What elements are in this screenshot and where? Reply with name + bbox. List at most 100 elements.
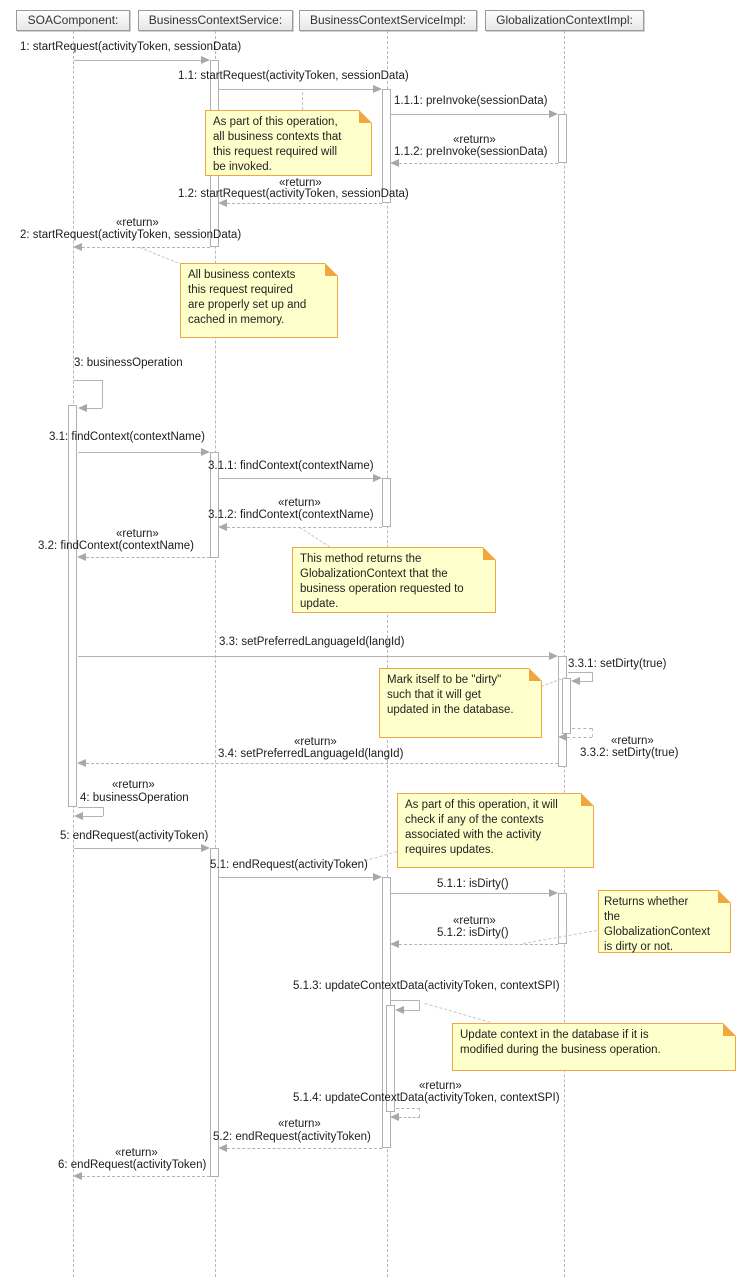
note-fold-icon <box>723 1023 736 1036</box>
note-fold-icon <box>529 668 542 681</box>
return-label-4: 4: businessOperation <box>80 792 189 804</box>
arrowhead-left-5-1-4 <box>390 1113 399 1121</box>
note-mark-dirty: Mark itself to be "dirty" such that it w… <box>379 668 542 738</box>
note-fold-icon <box>359 110 372 123</box>
selfreturn-arrow-5-1-4-back <box>399 1117 420 1118</box>
note-fold-icon <box>325 263 338 276</box>
return-stereotype-3-2: «return» <box>116 528 159 540</box>
arrowhead-left-1-2 <box>218 199 227 207</box>
arrowhead-left-6 <box>73 1172 82 1180</box>
return-arrow-3-1-2 <box>227 527 382 528</box>
return-label-3-1-2: 3.1.2: findContext(contextName) <box>208 509 374 521</box>
note-invoked-contexts: As part of this operation, all business … <box>205 110 372 176</box>
selfcall-arrow-3-3-1-back <box>580 681 593 682</box>
activation-soa-businessoperation <box>68 405 77 807</box>
lifeline-businesscontextserviceimpl <box>387 31 388 1277</box>
arrowhead-right-1 <box>201 56 210 64</box>
lifeline-businesscontextservice <box>215 31 216 1277</box>
message-arrow-1-1 <box>219 89 374 90</box>
message-arrow-5 <box>74 848 203 849</box>
return-label-3-4: 3.4: setPreferredLanguageId(langId) <box>218 748 404 760</box>
return-arrow-3-2 <box>86 557 210 558</box>
return-label-5-1-2: 5.1.2: isDirty() <box>437 927 509 939</box>
message-arrow-3-3 <box>78 656 550 657</box>
return-label-2: 2: startRequest(activityToken, sessionDa… <box>20 229 242 241</box>
note-returns-globalizationcontext: This method returns the GlobalizationCon… <box>292 547 496 613</box>
return-arrow-1-1-2 <box>399 163 558 164</box>
message-label-5: 5: endRequest(activityToken) <box>60 830 209 842</box>
arrowhead-left-3-3-2 <box>558 733 567 741</box>
activation-bcs-endrequest <box>210 848 219 1177</box>
arrowhead-left-3-3-1 <box>571 677 580 685</box>
arrowhead-left-3-4 <box>77 759 86 767</box>
return-label-1-2: 1.2: startRequest(activityToken, session… <box>178 188 409 200</box>
message-arrow-1-1-1 <box>391 114 550 115</box>
message-label-5-1-3: 5.1.3: updateContextData(activityToken, … <box>293 980 560 992</box>
note-connector-3 <box>299 527 331 548</box>
note-update-context-database: Update context in the database if it is … <box>452 1023 736 1071</box>
selfreturn-arrow-4-out <box>78 807 103 808</box>
return-label-3-3-2: 3.3.2: setDirty(true) <box>580 747 679 759</box>
message-arrow-5-1 <box>219 877 374 878</box>
message-arrow-3-1-1 <box>219 478 374 479</box>
arrowhead-left-5-1-2 <box>390 940 399 948</box>
return-arrow-2 <box>82 247 210 248</box>
message-label-1-1: 1.1: startRequest(activityToken, session… <box>178 70 409 82</box>
lifeline-header-globalizationcontextimpl: GlobalizationContextImpl: <box>485 10 644 31</box>
arrowhead-left-4 <box>74 812 83 820</box>
return-stereotype-3-1-2: «return» <box>278 497 321 509</box>
arrowhead-left-3-2 <box>77 553 86 561</box>
selfcall-arrow-5-1-3-out <box>391 1000 420 1001</box>
message-label-3-1: 3.1: findContext(contextName) <box>49 431 205 443</box>
activation-bcsi-updatecontextdata-nested <box>386 1005 395 1112</box>
selfreturn-arrow-4-down <box>103 807 104 816</box>
note-fold-icon <box>718 890 731 903</box>
note-fold-icon <box>581 793 594 806</box>
selfreturn-arrow-3-3-2-out <box>572 728 592 729</box>
message-arrow-1 <box>74 60 203 61</box>
arrowhead-right-3-1 <box>201 448 210 456</box>
return-stereotype-5-1-4: «return» <box>419 1080 462 1092</box>
arrowhead-left-1-1-2 <box>390 159 399 167</box>
return-arrow-5-1-2 <box>399 944 558 945</box>
arrowhead-right-1-1 <box>373 85 382 93</box>
selfreturn-arrow-5-1-4-down <box>419 1108 420 1117</box>
arrowhead-right-3-1-1 <box>373 474 382 482</box>
return-label-5-2: 5.2: endRequest(activityToken) <box>213 1131 371 1143</box>
activation-gci-isdirty <box>558 893 567 944</box>
selfcall-arrow-5-1-3-back <box>404 1010 420 1011</box>
return-stereotype-5-2: «return» <box>278 1118 321 1130</box>
arrowhead-right-5 <box>201 844 210 852</box>
note-connector-1 <box>302 92 303 110</box>
return-stereotype-3-3-2: «return» <box>611 735 654 747</box>
activation-bcsi-startrequest <box>382 89 391 203</box>
message-arrow-3-1 <box>78 452 203 453</box>
lifeline-header-soacomponent: SOAComponent: <box>16 10 130 31</box>
return-arrow-3-4 <box>86 763 558 764</box>
selfcall-arrow-3-3-1-down <box>592 672 593 681</box>
selfreturn-arrow-3-3-2-down <box>592 728 593 737</box>
message-label-3: 3: businessOperation <box>74 357 183 369</box>
return-stereotype-5-1-2: «return» <box>453 915 496 927</box>
arrowhead-left-5-2 <box>218 1144 227 1152</box>
message-label-3-3-1: 3.3.1: setDirty(true) <box>568 658 667 670</box>
arrowhead-left-2 <box>73 243 82 251</box>
activation-bcs-findcontext <box>210 452 219 558</box>
activation-bcsi-findcontext <box>382 478 391 527</box>
return-label-3-2: 3.2: findContext(contextName) <box>38 540 194 552</box>
selfreturn-arrow-5-1-4-out <box>396 1108 420 1109</box>
selfreturn-arrow-3-3-2-back <box>567 737 592 738</box>
activation-gci-setdirty-nested <box>562 678 571 734</box>
return-stereotype-6: «return» <box>115 1147 158 1159</box>
return-stereotype-4: «return» <box>112 779 155 791</box>
arrowhead-right-5-1 <box>373 873 382 881</box>
return-label-6: 6: endRequest(activityToken) <box>58 1159 207 1171</box>
message-label-5-1: 5.1: endRequest(activityToken) <box>210 859 368 871</box>
return-label-1-1-2: 1.1.2: preInvoke(sessionData) <box>394 146 548 158</box>
message-label-1-1-1: 1.1.1: preInvoke(sessionData) <box>394 95 548 107</box>
return-stereotype-3-4: «return» <box>294 736 337 748</box>
arrowhead-left-3 <box>78 404 87 412</box>
arrowhead-right-5-1-1 <box>549 889 558 897</box>
lifeline-header-businesscontextservice: BusinessContextService: <box>138 10 293 31</box>
